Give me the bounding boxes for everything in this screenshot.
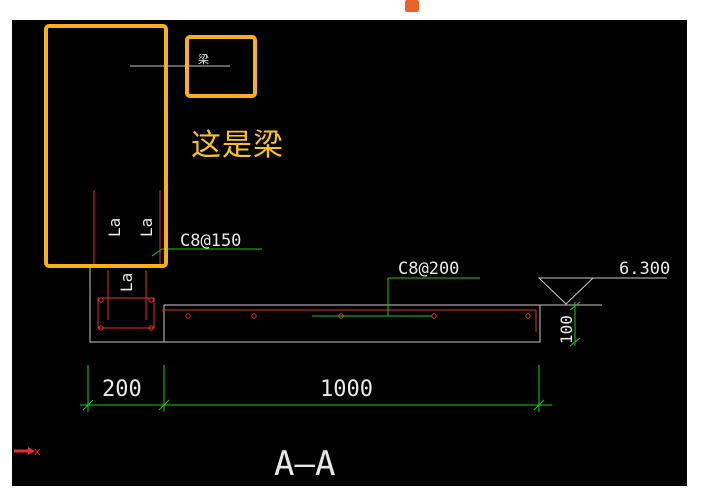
- dim-200: 200: [102, 377, 142, 402]
- callout-c8-150-lines: [151, 248, 262, 257]
- cad-canvas[interactable]: 梁 La La La C8@150 C8@200: [12, 20, 687, 486]
- rebar-dot: [525, 313, 531, 319]
- anchor-label: La: [137, 218, 156, 237]
- callout-c8-150: C8@150: [180, 231, 241, 251]
- rebar-group: [97, 270, 537, 332]
- rebar-dot: [431, 313, 437, 319]
- rebar-dot: [98, 325, 104, 331]
- callout-c8-200: C8@200: [398, 259, 459, 279]
- section-title: A—A: [274, 444, 335, 484]
- beam-small-label: 梁: [198, 52, 209, 66]
- thickness-dim: 100: [557, 315, 576, 344]
- bottom-dim-lines: [80, 365, 552, 412]
- annotation-text: 这是梁: [191, 128, 284, 163]
- elevation-marker: [537, 277, 667, 306]
- rebar-dot: [148, 297, 154, 303]
- highlight-box-label: [185, 35, 257, 98]
- anchor-label: La: [105, 218, 124, 237]
- stirrup: [97, 297, 155, 329]
- rebar-dot: [98, 297, 104, 303]
- rebar-dot: [251, 313, 257, 319]
- slab-outline: [163, 304, 541, 343]
- highlight-box-beam: [44, 24, 168, 268]
- thickness-dim-lines: [569, 301, 581, 347]
- ucs-axis: [14, 447, 35, 455]
- section-drawing: 梁 La La La C8@150 C8@200: [14, 52, 670, 484]
- axis-x-label: x: [34, 445, 41, 458]
- dim-1000: 1000: [320, 377, 373, 402]
- elevation-value: 6.300: [619, 259, 670, 279]
- anchor-label: La: [117, 273, 136, 292]
- rebar-dot: [148, 325, 154, 331]
- rebar-dot: [185, 313, 191, 319]
- callout-c8-200-lines: [312, 277, 480, 317]
- app-icon: [405, 0, 419, 12]
